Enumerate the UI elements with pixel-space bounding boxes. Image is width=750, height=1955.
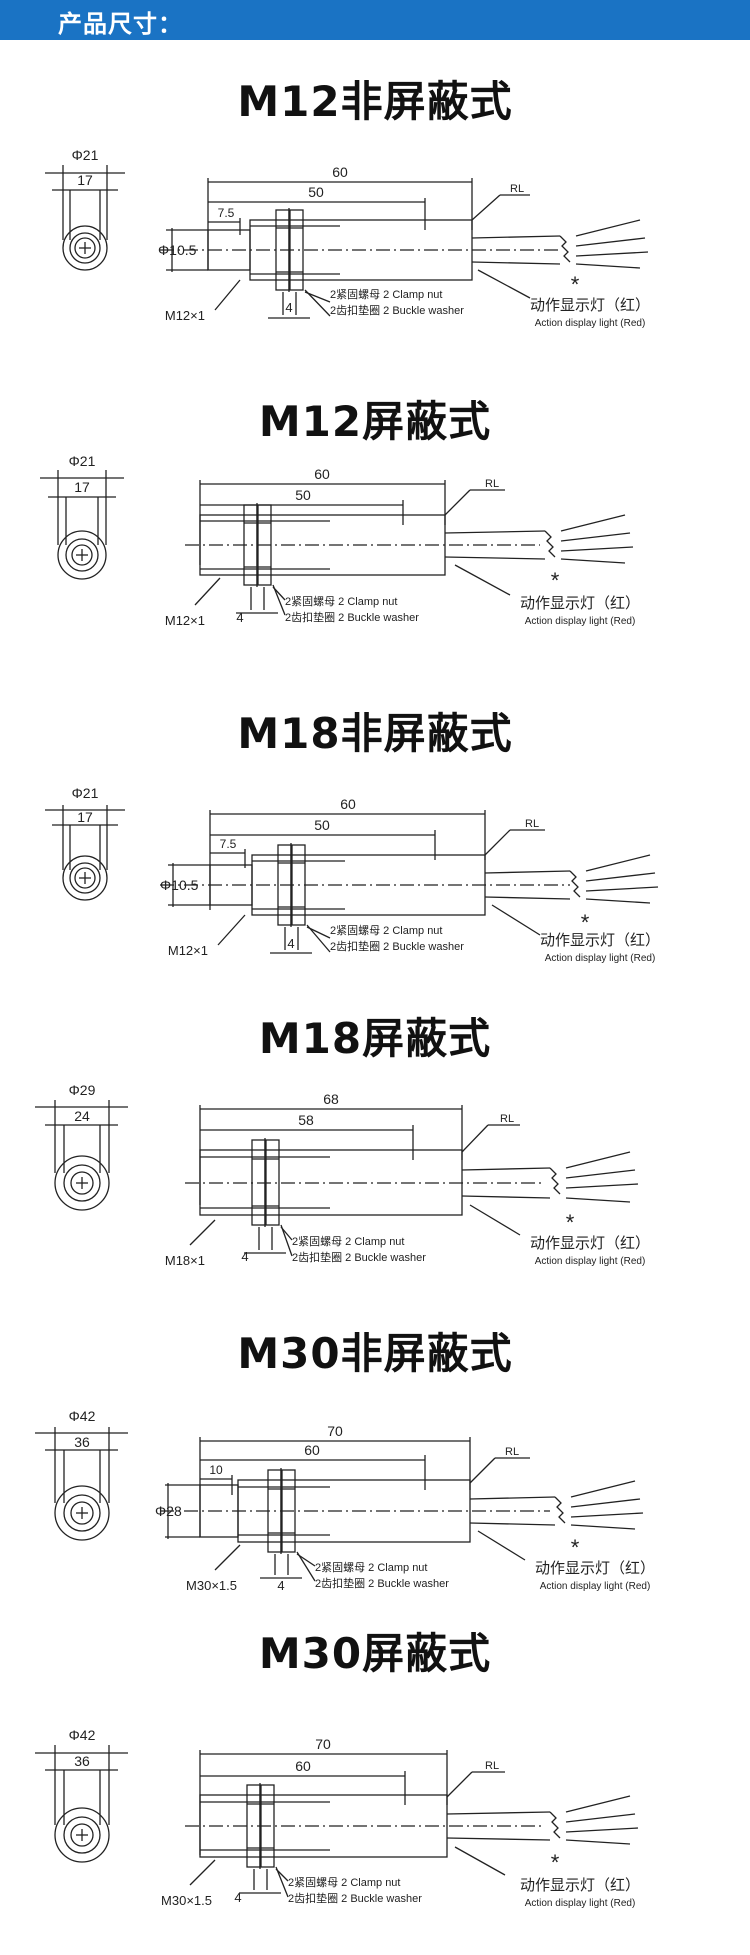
thread-label: M30×1.5 xyxy=(161,1893,212,1908)
clamp-nut-label: 2紧固螺母 2 Clamp nut xyxy=(285,595,397,608)
front-dia-label: Φ28 xyxy=(155,1503,182,1519)
clamp-nut-label: 2紧固螺母 2 Clamp nut xyxy=(330,924,442,937)
stick-length-label: 10 xyxy=(209,1463,223,1477)
indicator-mark: * xyxy=(571,1535,580,1560)
section-title-m18-unshielded: M18非屏蔽式 xyxy=(237,709,513,758)
section-title-m30-shielded: M30屏蔽式 xyxy=(258,1629,492,1678)
cable-label: RL xyxy=(500,1113,514,1125)
clamp-nut-label: 2紧固螺母 2 Clamp nut xyxy=(292,1235,404,1248)
nut-width-label: 4 xyxy=(277,1578,284,1593)
end-view xyxy=(40,470,124,580)
cable-label: RL xyxy=(525,818,539,830)
section-title-m30-unshielded: M30非屏蔽式 xyxy=(237,1329,513,1378)
stick-length-label: 7.5 xyxy=(220,837,237,851)
nut-width-label: 4 xyxy=(287,936,294,951)
light-label-cn: 动作显示灯（红） xyxy=(530,1235,650,1252)
total-length-label: 60 xyxy=(314,466,330,482)
stick-length-label: 7.5 xyxy=(218,206,235,220)
cable-label: RL xyxy=(485,478,499,490)
light-label-cn: 动作显示灯（红） xyxy=(520,595,640,612)
light-label-cn: 动作显示灯（红） xyxy=(540,932,660,949)
end-view xyxy=(35,1745,128,1863)
end-view xyxy=(45,805,125,901)
end-view xyxy=(35,1427,128,1541)
thread-label: M18×1 xyxy=(165,1253,205,1268)
clamp-nut-label: 2紧固螺母 2 Clamp nut xyxy=(330,288,442,301)
drawing-m30-shielded: Φ42 36 70 60 M30×1.5 4 2紧固螺母 2 Clamp nut… xyxy=(35,1727,640,1909)
thread-label: M30×1.5 xyxy=(186,1578,237,1593)
indicator-mark: * xyxy=(581,910,590,935)
indicator-mark: * xyxy=(566,1210,575,1235)
washer-label: 2齿扣垫圈 2 Buckle washer xyxy=(285,610,419,624)
end-view xyxy=(45,165,125,271)
washer-label: 2齿扣垫圈 2 Buckle washer xyxy=(315,1576,449,1590)
washer-label: 2齿扣垫圈 2 Buckle washer xyxy=(330,303,464,317)
nut-width-label: 4 xyxy=(236,610,243,625)
drawing-m30-unshielded: Φ42 36 70 60 10 Φ28 M30×1.5 4 2紧固螺母 2 Cl… xyxy=(35,1408,655,1593)
drawing-m18-unshielded: Φ21 17 60 50 7.5 Φ10.5 M12×1 4 2紧固螺母 2 C… xyxy=(45,785,660,964)
thread-label: M12×1 xyxy=(165,308,205,323)
total-length-label: 60 xyxy=(340,796,356,812)
header-title: 产品尺寸： xyxy=(58,10,183,38)
clamp-nut-label: 2紧固螺母 2 Clamp nut xyxy=(288,1876,400,1889)
light-label-en: Action display light (Red) xyxy=(540,1581,651,1592)
clamp-nut-label: 2紧固螺母 2 Clamp nut xyxy=(315,1561,427,1574)
light-label-en: Action display light (Red) xyxy=(545,953,656,964)
outer-dia-label: Φ21 xyxy=(72,147,99,163)
total-length-label: 70 xyxy=(327,1423,343,1439)
hex-size-label: 17 xyxy=(77,172,93,188)
hex-size-label: 24 xyxy=(74,1108,90,1124)
hex-size-label: 17 xyxy=(74,479,90,495)
header-bar: 产品尺寸： xyxy=(0,0,750,40)
light-label-cn: 动作显示灯（红） xyxy=(520,1877,640,1894)
nut-width-label: 4 xyxy=(241,1249,248,1264)
thread-label: M12×1 xyxy=(165,613,205,628)
body-length-label: 58 xyxy=(298,1112,314,1128)
total-length-label: 60 xyxy=(332,164,348,180)
indicator-mark: * xyxy=(551,1850,560,1875)
front-dia-label: Φ10.5 xyxy=(158,242,197,258)
section-title-m18-shielded: M18屏蔽式 xyxy=(258,1014,492,1063)
light-label-cn: 动作显示灯（红） xyxy=(530,297,650,314)
drawing-m18-shielded: Φ29 24 68 58 M18×1 4 2紧固螺母 2 Clamp nut 2… xyxy=(35,1082,650,1268)
outer-dia-label: Φ21 xyxy=(69,453,96,469)
washer-label: 2齿扣垫圈 2 Buckle washer xyxy=(288,1891,422,1905)
light-label-en: Action display light (Red) xyxy=(535,1256,646,1267)
light-label-en: Action display light (Red) xyxy=(535,318,646,329)
total-length-label: 70 xyxy=(315,1736,331,1752)
outer-dia-label: Φ42 xyxy=(69,1408,96,1424)
body-length-label: 50 xyxy=(295,487,311,503)
outer-dia-label: Φ42 xyxy=(69,1727,96,1743)
outer-dia-label: Φ29 xyxy=(69,1082,96,1098)
hex-size-label: 36 xyxy=(74,1753,90,1769)
body-length-label: 50 xyxy=(308,184,324,200)
body-length-label: 50 xyxy=(314,817,330,833)
body-length-label: 60 xyxy=(304,1442,320,1458)
cable-label: RL xyxy=(485,1760,499,1772)
indicator-mark: * xyxy=(551,568,560,593)
washer-label: 2齿扣垫圈 2 Buckle washer xyxy=(292,1250,426,1264)
hex-size-label: 36 xyxy=(74,1434,90,1450)
light-label-en: Action display light (Red) xyxy=(525,616,636,627)
cable-label: RL xyxy=(510,183,524,195)
light-label-en: Action display light (Red) xyxy=(525,1898,636,1909)
washer-label: 2齿扣垫圈 2 Buckle washer xyxy=(330,939,464,953)
hex-size-label: 17 xyxy=(77,809,93,825)
nut-width-label: 4 xyxy=(285,300,292,315)
thread-label: M12×1 xyxy=(168,943,208,958)
light-label-cn: 动作显示灯（红） xyxy=(535,1560,655,1577)
total-length-label: 68 xyxy=(323,1091,339,1107)
end-view xyxy=(35,1100,128,1211)
drawing-m12-unshielded: Φ21 17 60 50 7.5 Φ10.5 M12×1 4 2紧固螺母 2 C… xyxy=(45,147,650,329)
front-dia-label: Φ10.5 xyxy=(160,877,199,893)
drawing-m12-shielded: Φ21 17 60 50 M12×1 4 2紧固螺母 2 Clamp nut 2… xyxy=(40,453,640,628)
cable-label: RL xyxy=(505,1446,519,1458)
body-length-label: 60 xyxy=(295,1758,311,1774)
section-title-m12-shielded: M12屏蔽式 xyxy=(258,397,492,446)
indicator-mark: * xyxy=(571,272,580,297)
outer-dia-label: Φ21 xyxy=(72,785,99,801)
section-title-m12-unshielded: M12非屏蔽式 xyxy=(237,77,513,126)
nut-width-label: 4 xyxy=(234,1890,241,1905)
